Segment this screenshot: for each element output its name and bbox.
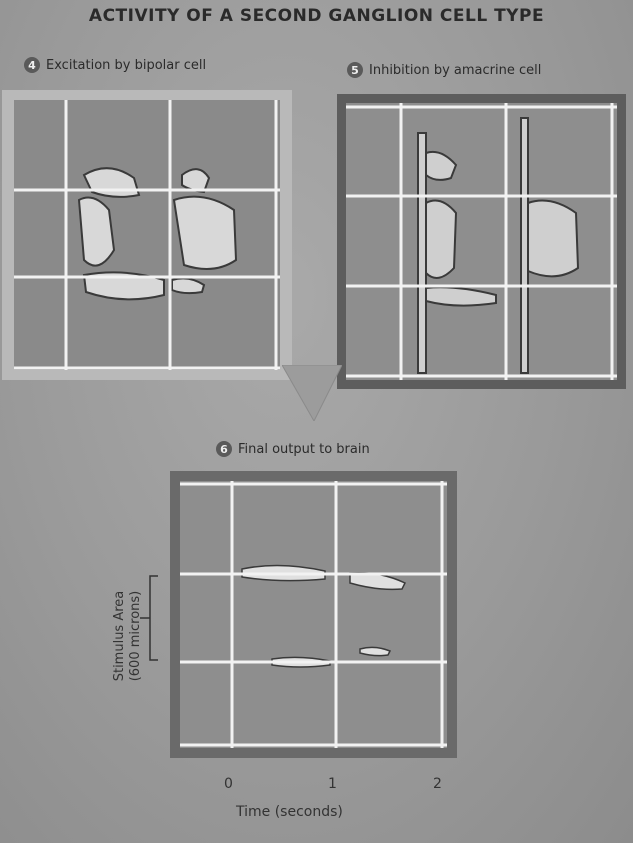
panel-6-label: 6 Final output to brain xyxy=(216,441,370,457)
panel-5-label: 5 Inhibition by amacrine cell xyxy=(347,62,541,78)
stimulus-area-bracket xyxy=(140,575,158,661)
inhibition-grid xyxy=(346,103,617,380)
panel-6-number: 6 xyxy=(216,441,232,457)
final-output-panel xyxy=(170,471,457,758)
x-tick-1: 1 xyxy=(328,776,337,792)
excitation-grid xyxy=(14,100,280,370)
panel-4-text: Excitation by bipolar cell xyxy=(46,57,207,73)
panel-5-number: 5 xyxy=(347,62,363,78)
panel-4-number: 4 xyxy=(24,57,40,73)
figure-title: ACTIVITY OF A SECOND GANGLION CELL TYPE xyxy=(88,6,545,26)
inhibition-trace xyxy=(417,117,580,374)
x-axis-label: Time (seconds) xyxy=(236,804,343,820)
y-axis-label: Stimulus Area (600 microns) xyxy=(112,590,143,682)
merge-arrow-icon xyxy=(282,365,342,421)
excitation-panel xyxy=(2,90,292,380)
x-tick-2: 2 xyxy=(433,776,442,792)
excitation-trace xyxy=(77,167,238,301)
panel-4-label: 4 Excitation by bipolar cell xyxy=(24,57,206,73)
panel-5-text: Inhibition by amacrine cell xyxy=(369,62,542,78)
panel-6-text: Final output to brain xyxy=(238,441,370,457)
x-tick-0: 0 xyxy=(224,776,233,792)
final-output-grid xyxy=(180,481,447,748)
inhibition-panel xyxy=(337,94,626,389)
